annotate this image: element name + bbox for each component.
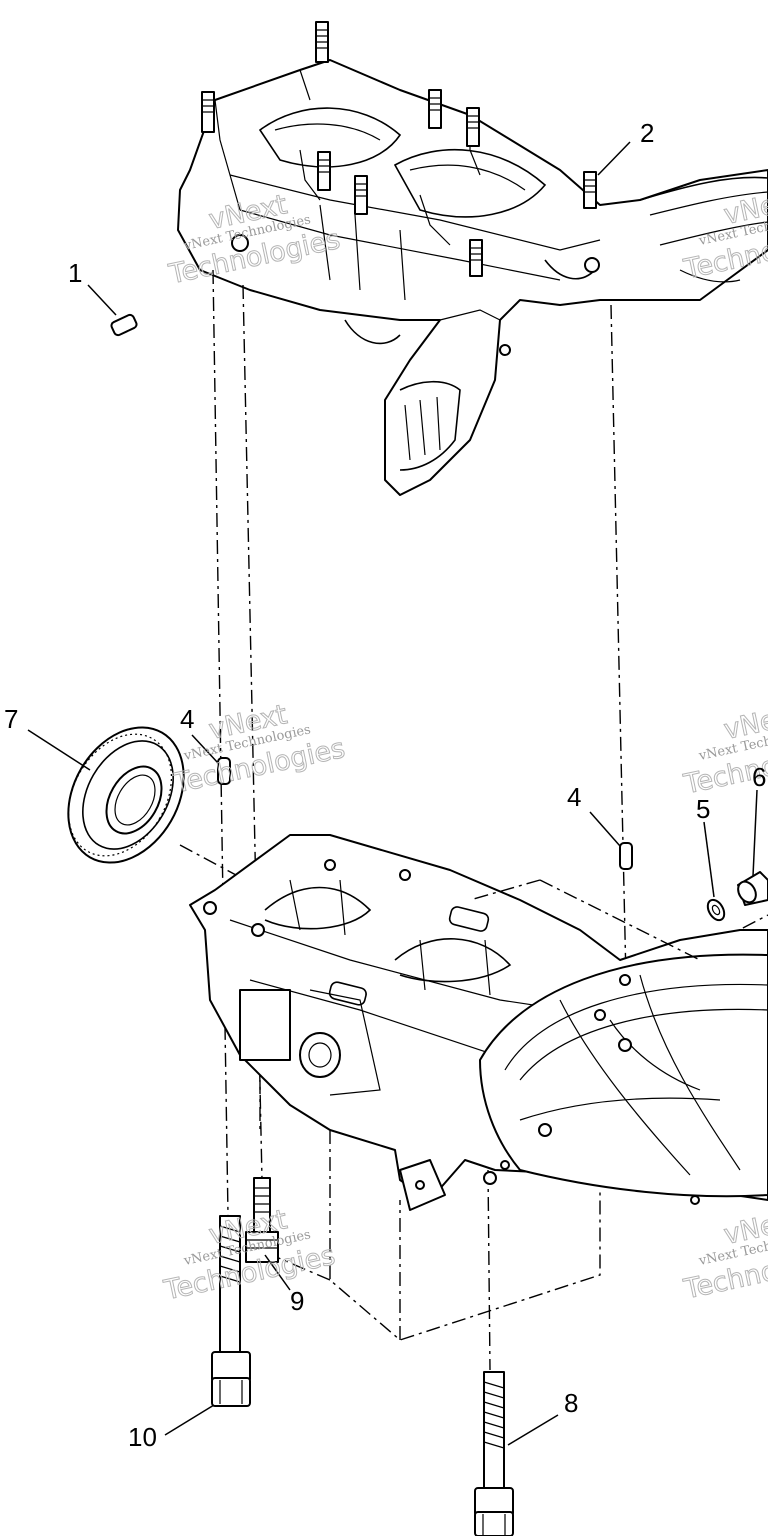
washer-part-5 [706,898,726,922]
crankshaft-seal-part-7 [67,726,185,864]
leader-lines [27,141,758,1446]
callout-10: 10 [128,1422,157,1452]
callout-8: 8 [564,1388,578,1418]
callout-6: 6 [752,762,766,792]
dowel-pin-part-4-right [619,842,633,870]
callout-4-left: 4 [180,704,194,734]
callout-4-right: 4 [567,782,581,812]
upper-crankcase [177,21,768,496]
watermark-bottom-right: Technologies vNext vNext Technologies [680,1204,768,1306]
dowel-pin-part-4-left [217,757,231,785]
callout-9: 9 [290,1286,304,1316]
callout-5: 5 [696,794,710,824]
bolt-part-10 [211,1215,251,1407]
stud-part-9 [245,1177,279,1263]
plug-part-6 [737,871,768,906]
callout-labels: 1 2 4 4 5 6 7 8 9 10 [4,118,766,1452]
callout-7: 7 [4,704,18,734]
watermark-bottom-left: Technologies vNext vNext Technologies [160,1204,338,1307]
dowel-pin-part-1 [110,313,138,337]
lower-crankcase [189,834,768,1211]
callout-2: 2 [640,118,654,148]
callout-1: 1 [68,258,82,288]
bolt-part-8 [474,1371,514,1536]
